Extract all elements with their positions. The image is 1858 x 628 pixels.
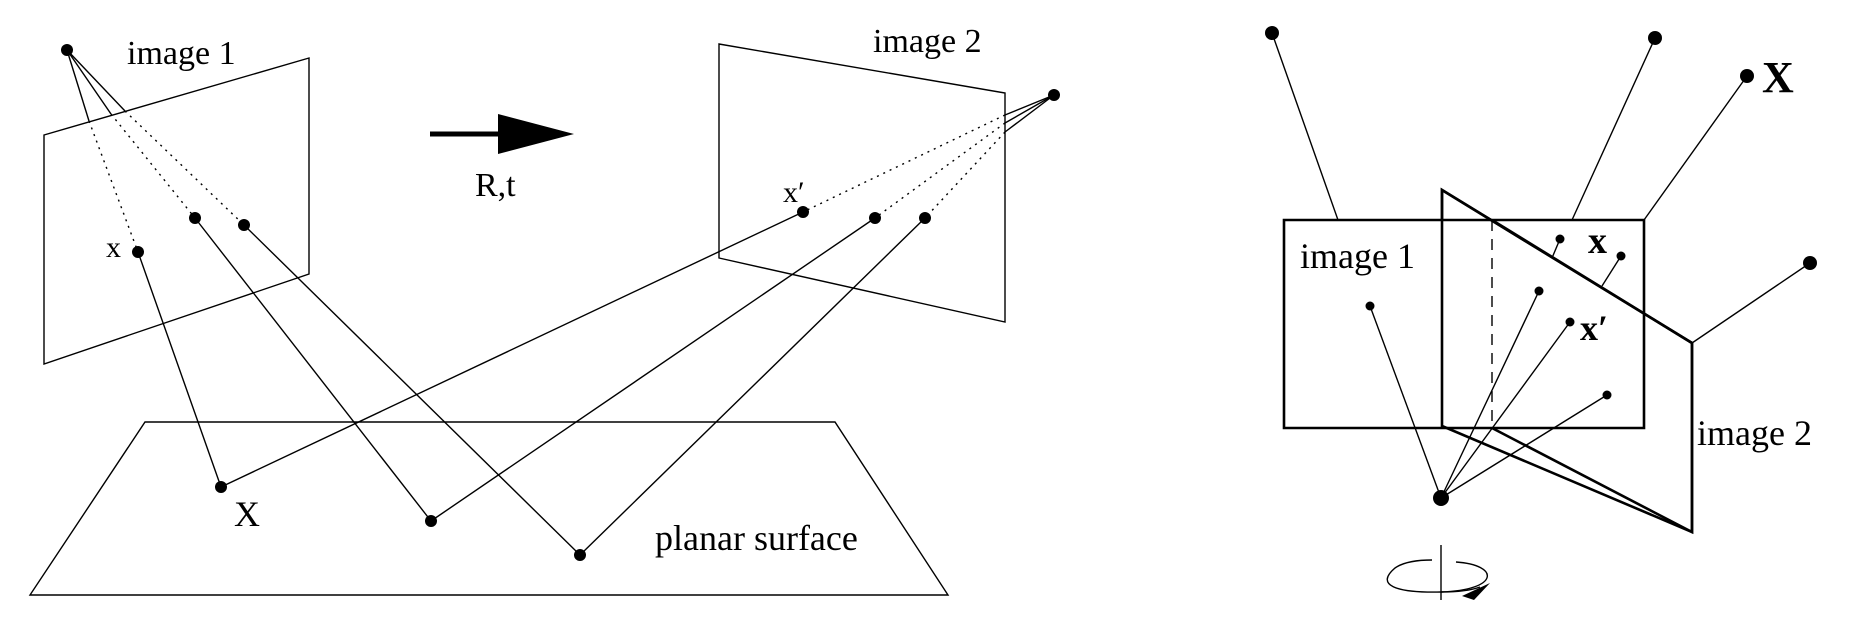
image2-plane-edge-front xyxy=(1491,218,1693,345)
image-point-1 xyxy=(1365,301,1375,311)
image-point-4 xyxy=(1602,390,1612,400)
motion-arrow-head xyxy=(498,114,574,154)
ray-near-1 xyxy=(1369,305,1442,499)
rotation-arc xyxy=(1386,559,1488,593)
image2-label-right: image 2 xyxy=(1697,413,1812,453)
ray2-solid-1 xyxy=(1004,94,1055,133)
ray-far-X xyxy=(1643,75,1748,221)
ray-solid-3 xyxy=(66,49,126,112)
ray-near-3 xyxy=(1440,321,1571,499)
ray-X-to-xprime xyxy=(220,211,804,488)
planar-surface xyxy=(28,421,950,596)
point-xprime-label-right: x′ xyxy=(1580,308,1608,348)
world-point-1 xyxy=(1265,26,1279,40)
ray-near-4 xyxy=(1440,394,1608,499)
motion-label: R,t xyxy=(475,167,516,204)
point-xprime-label: x′ xyxy=(783,176,805,209)
ray-surface2-to-image2 xyxy=(430,217,876,522)
ray-x-to-X xyxy=(137,251,222,488)
point-x-label-right: x xyxy=(1588,220,1607,262)
point-x-label: x xyxy=(106,231,121,264)
rotation-arrow-head xyxy=(1462,583,1490,600)
world-point-X-label-right: X xyxy=(1762,53,1794,102)
image1-plane xyxy=(43,57,310,365)
world-point-4 xyxy=(1803,256,1817,270)
image2-point-3 xyxy=(919,212,931,224)
world-point-X-label: X xyxy=(234,494,260,534)
surface-label: planar surface xyxy=(655,518,858,558)
ray-2-to-surface xyxy=(194,217,432,522)
ray-near-2 xyxy=(1440,290,1540,499)
image-point-xprime xyxy=(1565,317,1575,327)
image2-plane xyxy=(718,43,1006,323)
image2-plane-rotated xyxy=(1440,187,1694,534)
image-point-2 xyxy=(1534,286,1544,296)
ray-3-to-surface xyxy=(243,224,581,556)
ray-seg-x xyxy=(1601,255,1622,287)
image1-label: image 1 xyxy=(127,35,236,72)
ray-solid-2 xyxy=(66,49,112,115)
world-point-X-right xyxy=(1740,69,1754,83)
rotation-arc-front xyxy=(1440,586,1481,593)
image2-label: image 2 xyxy=(873,23,982,60)
ray2-solid-2 xyxy=(1004,94,1055,124)
ray-dotted-3 xyxy=(124,110,245,226)
ray-far-1 xyxy=(1271,32,1339,221)
ray-surface3-to-image2 xyxy=(579,217,926,556)
image2-point-2 xyxy=(869,212,881,224)
ray-far-4 xyxy=(1691,262,1811,344)
image1-label-right: image 1 xyxy=(1300,236,1415,276)
ray2-dotted-1 xyxy=(802,114,1006,213)
ray2-dotted-2 xyxy=(874,122,1006,219)
left-diagram: image 1 x planar surface X xyxy=(28,23,1060,596)
image-point-x xyxy=(1616,251,1626,261)
image1-plane-front xyxy=(1282,218,1646,430)
right-diagram: image 1 image 2 X x x′ xyxy=(1265,26,1817,600)
image2-point-xprime xyxy=(797,206,809,218)
world-point-2-right xyxy=(1648,31,1662,45)
ray-dotted-2 xyxy=(110,113,196,219)
image-point-top xyxy=(1555,234,1565,244)
ray-far-2 xyxy=(1571,37,1656,221)
image2-plane-edge-top xyxy=(1440,187,1694,535)
ray2-dotted-3 xyxy=(924,131,1006,219)
ray-solid-1 xyxy=(66,49,90,122)
ray2-solid-3 xyxy=(1004,94,1055,116)
